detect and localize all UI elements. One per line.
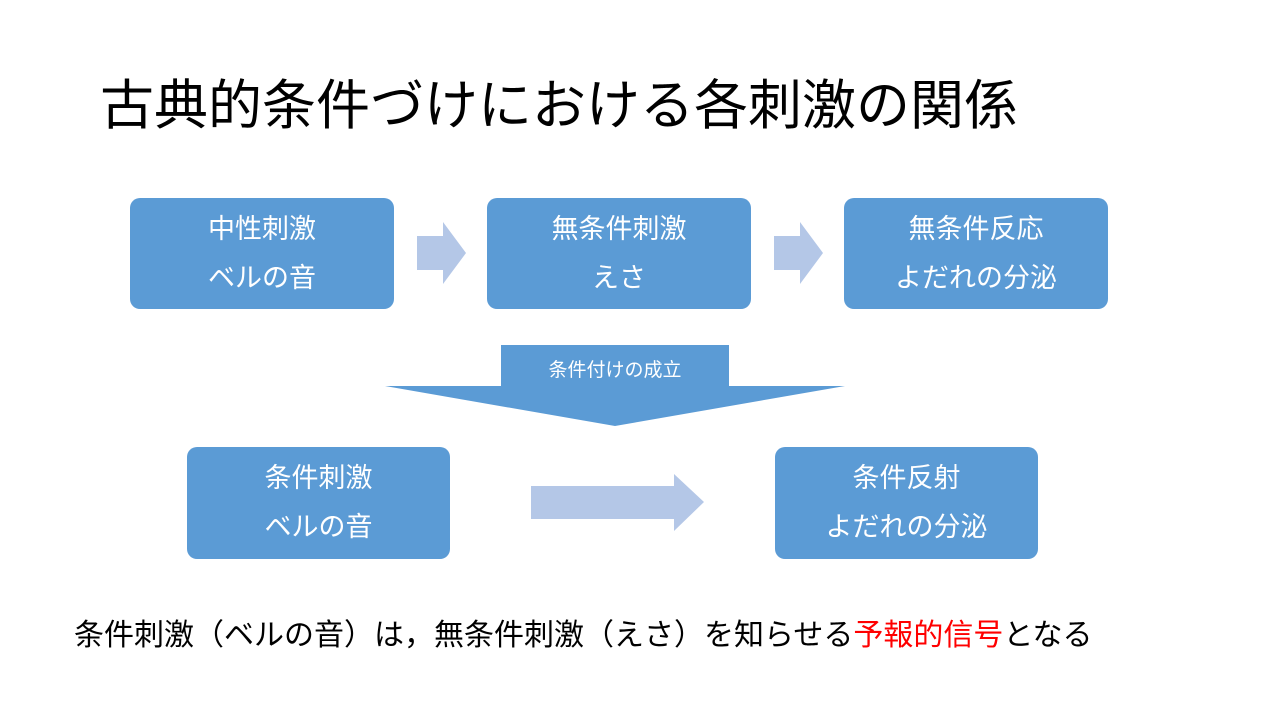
unconditioned-response-label: 無条件反応 [908,213,1044,245]
conditioned-response-example: よだれの分泌 [825,512,988,543]
unconditioned-stimulus-box: 無条件刺激 えさ [487,198,751,309]
down-arrow-label: 条件付けの成立 [548,358,682,381]
neutral-stimulus-example: ベルの音 [208,262,316,294]
conditioned-response-box: 条件反射 よだれの分泌 [775,447,1038,559]
down-arrow [385,345,845,426]
right-arrow-long [531,474,704,531]
neutral-stimulus-box: 中性刺激 ベルの音 [130,198,394,309]
conditioned-stimulus-label: 条件刺激 [264,463,373,494]
footer-text-before: 条件刺激（ベルの音）は，無条件刺激（えさ）を知らせる [74,618,854,653]
footer-text-after: となる [1003,618,1093,653]
unconditioned-response-example: よだれの分泌 [895,262,1057,294]
right-arrow-2 [774,222,823,284]
right-arrow-1 [417,222,466,284]
slide-title: 古典的条件づけにおける各刺激の関係 [100,74,1018,137]
conditioned-stimulus-box: 条件刺激 ベルの音 [187,447,450,559]
conditioned-response-label: 条件反射 [852,463,961,494]
footer-highlight: 予報的信号 [853,618,1004,653]
footer-caption: 条件刺激（ベルの音）は，無条件刺激（えさ）を知らせる予報的信号となる [74,612,1214,660]
unconditioned-stimulus-label: 無条件刺激 [551,213,687,245]
neutral-stimulus-label: 中性刺激 [208,213,316,245]
conditioned-stimulus-example: ベルの音 [264,512,373,543]
unconditioned-stimulus-example: えさ [592,262,646,294]
unconditioned-response-box: 無条件反応 よだれの分泌 [844,198,1108,309]
